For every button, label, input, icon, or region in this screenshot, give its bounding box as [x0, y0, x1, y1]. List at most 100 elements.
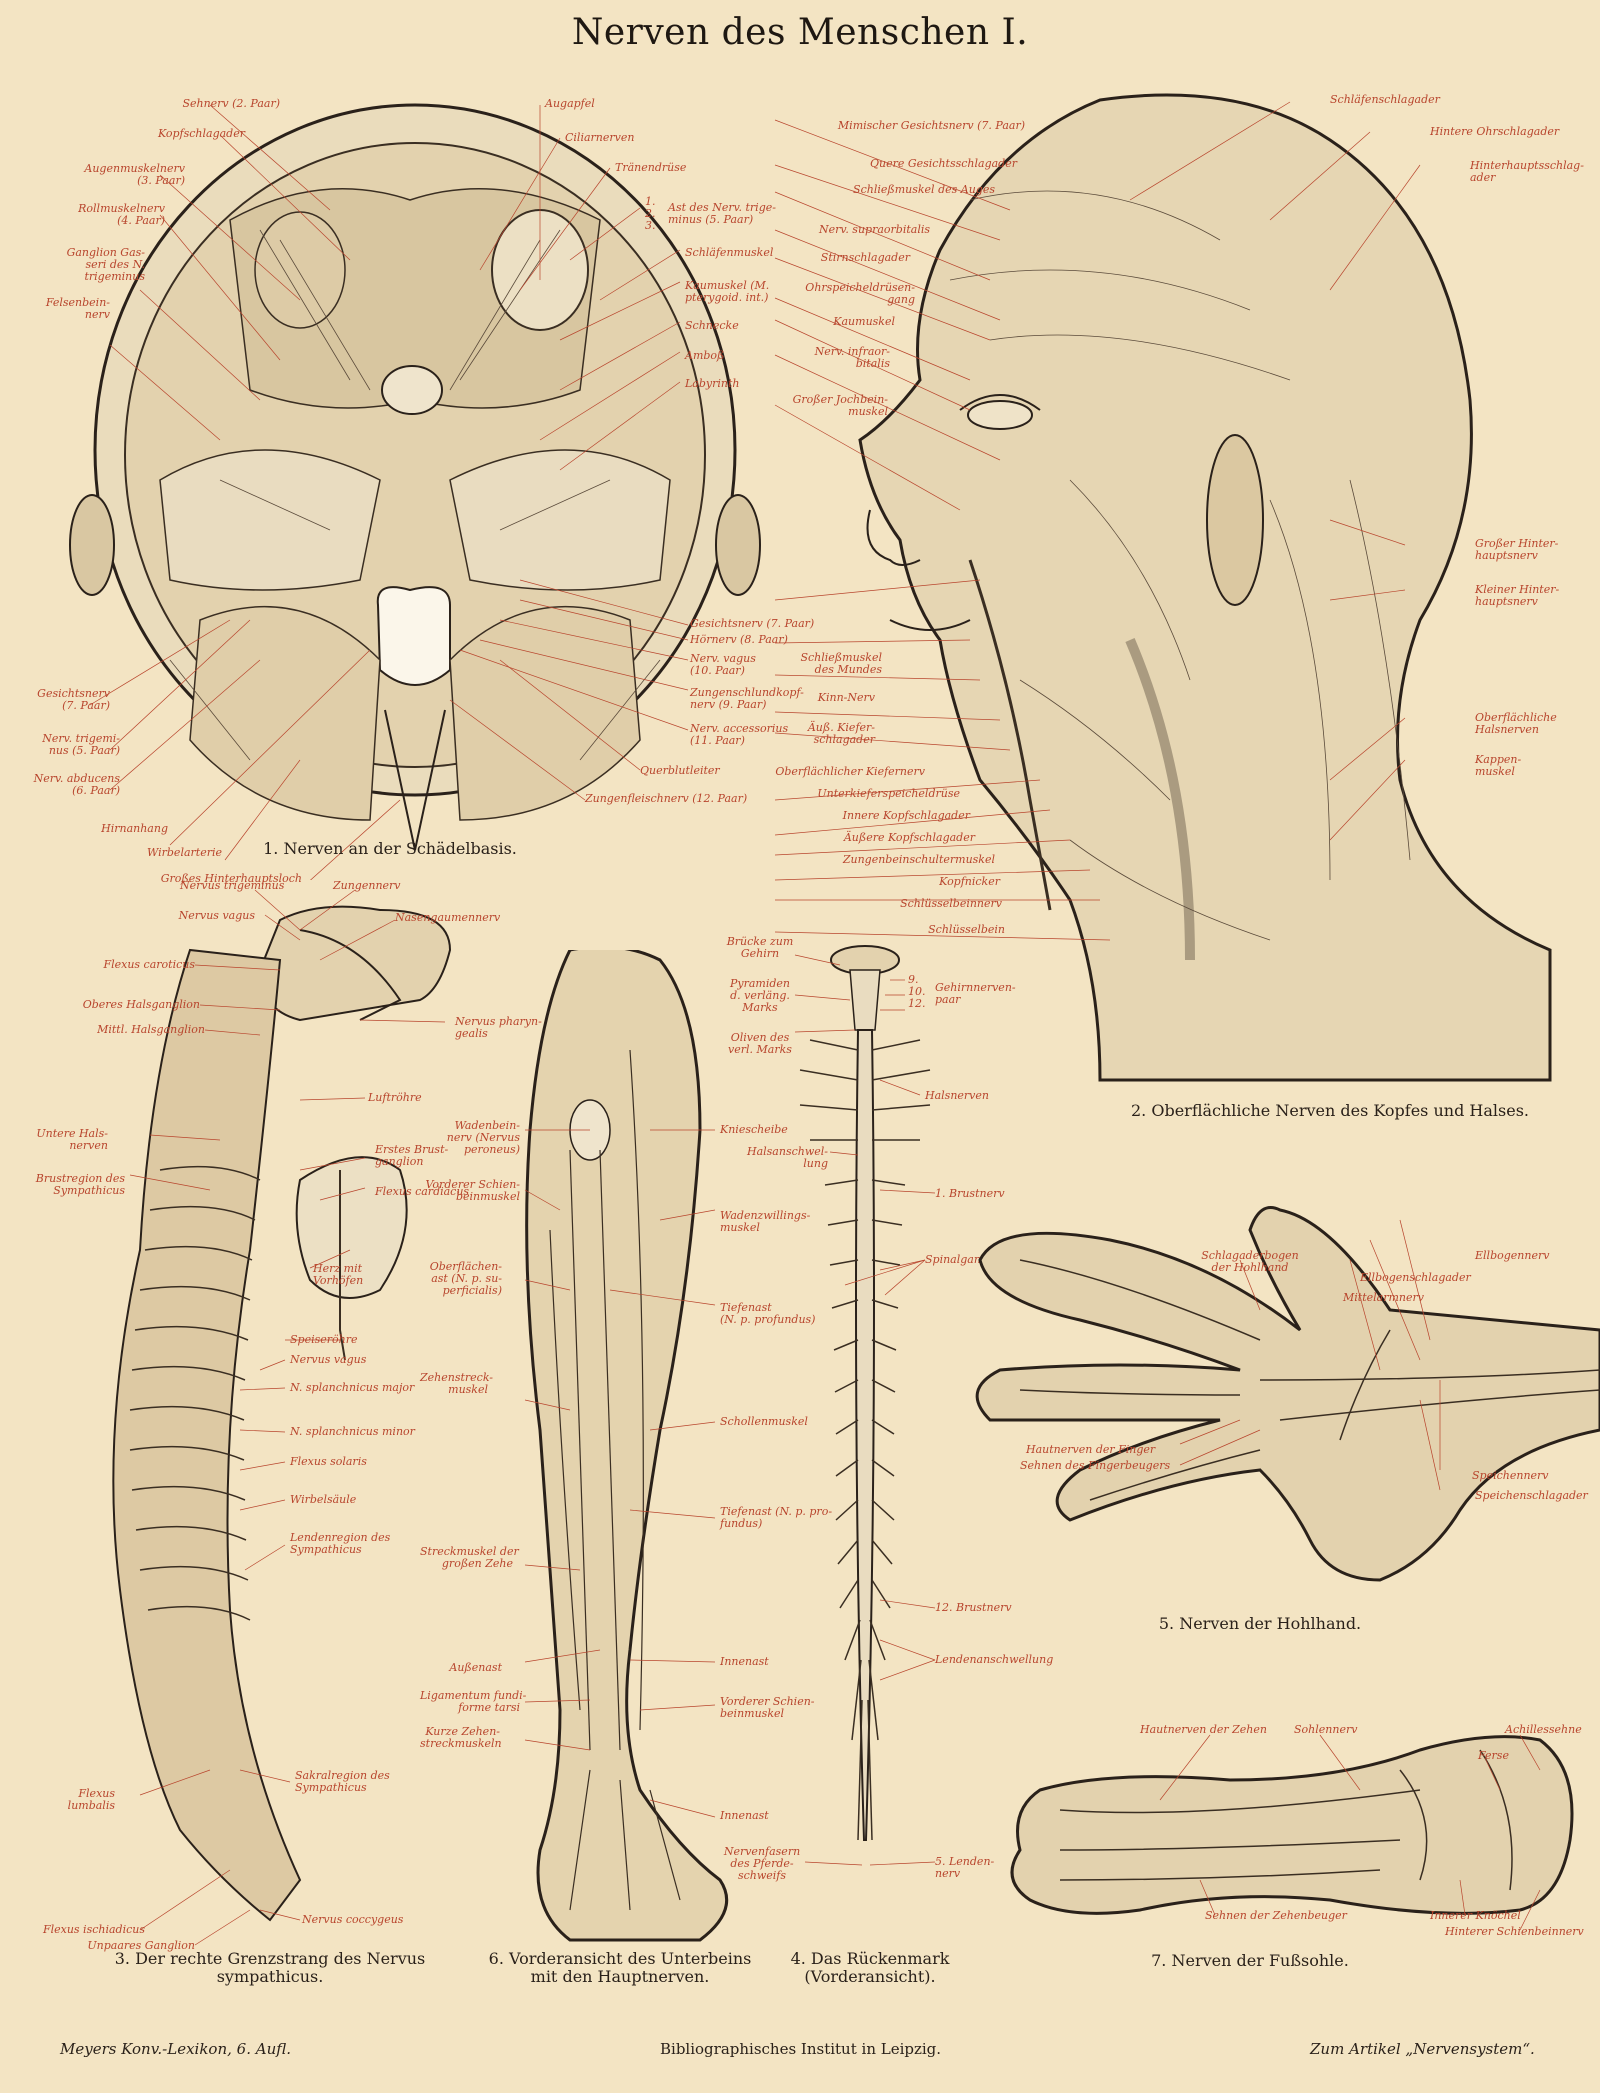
label: Unpaares Ganglion	[87, 1939, 195, 1952]
label: Nervus vagus	[290, 1353, 367, 1366]
label: Labyrinth	[685, 377, 740, 390]
label: Sakralregion des Sympathicus	[295, 1769, 390, 1794]
label: Unterkieferspeicheldrüse	[817, 787, 960, 800]
label: Augenmuskelnerv (3. Paar)	[84, 162, 185, 187]
label: Speichenschlagader	[1475, 1489, 1588, 1502]
label: Kinn-Nerv	[817, 691, 875, 704]
label: Vorderer Schien- beinmuskel	[425, 1178, 521, 1203]
label: Mimischer Gesichtsnerv (7. Paar)	[837, 119, 1025, 132]
spinal-nerves	[799, 1039, 931, 1841]
label: Nerv. abducens (6. Paar)	[33, 772, 120, 797]
label: Hintere Ohrschlagader	[1430, 125, 1560, 138]
label: Quere Gesichtsschlagader	[869, 157, 1017, 170]
label: Sehnen des Fingerbeugers	[1020, 1459, 1171, 1472]
label: Flexus caroticus	[103, 958, 195, 971]
label: 9. 10. 12.	[908, 973, 926, 1010]
label: Schläfenmuskel	[685, 246, 774, 259]
label: Halsanschwel- lung	[746, 1145, 828, 1170]
label: Tiefenast (N. p. pro- fundus)	[720, 1505, 833, 1530]
label: Vorderer Schien- beinmuskel	[720, 1695, 815, 1720]
label: Kaumuskel (M. pterygoid. int.)	[685, 279, 770, 304]
figure-skull-base: Sehnerv (2. Paar) Kopfschlagader Augenmu…	[0, 60, 815, 885]
label: Hautnerven der Finger	[1026, 1443, 1156, 1456]
label: Luftröhre	[368, 1091, 422, 1104]
label: Flexus lumbalis	[67, 1787, 115, 1812]
label: Zungennerv	[333, 879, 401, 892]
label: Kopfschlagader	[157, 127, 245, 140]
label: Gesichtsnerv (7. Paar)	[37, 687, 110, 712]
caption-foot: 7. Nerven der Fußsohle.	[1151, 1951, 1349, 1970]
label: Kappen- muskel	[1475, 753, 1522, 778]
label: Nerv. trigemi- nus (5. Paar)	[42, 732, 120, 757]
label: Nerv. supraorbitalis	[819, 223, 930, 236]
label: Außenast	[449, 1661, 502, 1674]
label: 1. 2. 3.	[645, 195, 656, 232]
label: Ganglion Gas- seri des N. trigeminus	[66, 246, 145, 283]
figure-head-neck: Mimischer Gesichtsnerv (7. Paar) Quere G…	[770, 80, 1600, 1120]
label: Herz mit Vorhöfen	[313, 1262, 364, 1287]
label: Innerer Knöchel	[1430, 1909, 1521, 1922]
foot-drawing	[1010, 1734, 1574, 1931]
caption-sympathicus: 3. Der rechte Grenzstrang des Nervus sym…	[114, 1949, 426, 1986]
label: Äußere Kopfschlagader	[843, 831, 975, 844]
label: Kurze Zehen- streckmuskeln	[420, 1725, 502, 1750]
label: Hautnerven der Zehen	[1140, 1723, 1267, 1736]
label: Flexus cardiacus	[375, 1185, 470, 1198]
label: Sohlennerv	[1294, 1723, 1358, 1736]
label: 12. Brustnerv	[935, 1601, 1012, 1614]
label: Hinterhauptsschlag- ader	[1470, 159, 1584, 184]
label: Untere Hals- nerven	[36, 1127, 108, 1152]
label: Lendenregion des Sympathicus	[290, 1531, 391, 1556]
label: Nervus vagus	[178, 909, 255, 922]
label: Schläfenschlagader	[1330, 93, 1440, 106]
label: Zehenstreck- muskel	[420, 1371, 494, 1396]
figure-spinal-cord: Brücke zum Gehirn Pyramiden d. verläng. …	[724, 936, 1053, 1950]
label: Großes Hinterhauptsloch	[160, 872, 302, 885]
label: Schließmuskel des Auges	[853, 183, 995, 196]
label: Mittl. Halsganglion	[97, 1023, 205, 1036]
label: Brustregion des Sympathicus	[35, 1172, 125, 1197]
label: Zungenschlundkopf- nerv (9. Paar)	[690, 686, 804, 711]
hand-drawing	[975, 1206, 1600, 1582]
label: Augapfel	[545, 97, 595, 110]
label: Innenast	[720, 1655, 769, 1668]
label: Nerv. infraor- bitalis	[814, 345, 890, 370]
label: Kaumuskel	[833, 315, 895, 328]
label: Innenast	[720, 1809, 769, 1822]
label: Nervus pharyn- gealis	[455, 1015, 542, 1040]
footer-right: Zum Artikel „Nervensystem“.	[1310, 2040, 1535, 2058]
label: Wadenbein- nerv (Nervus peroneus)	[446, 1119, 520, 1156]
label: Rollmuskelnerv (4. Paar)	[78, 202, 165, 227]
label: Nasengaumennerv	[395, 911, 501, 924]
label: Großer Hinter- hauptsnerv	[1475, 537, 1559, 562]
label: Oberes Halsganglion	[82, 998, 200, 1011]
label: Flexus ischiadicus	[42, 1923, 145, 1936]
label: Innere Kopfschlagader	[842, 809, 970, 822]
label: Schnecke	[685, 319, 739, 332]
label: Ast des Nerv. trige- minus (5. Paar)	[668, 201, 776, 226]
label: Brücke zum Gehirn	[726, 935, 794, 960]
label: Wirbelsäule	[290, 1493, 357, 1506]
label: Achillessehne	[1505, 1723, 1582, 1736]
footer-center: Bibliographisches Institut in Leipzig.	[660, 2040, 942, 2058]
label: Felsenbein- nerv	[45, 296, 110, 321]
plate-title: Nerven des Menschen I.	[571, 12, 1029, 53]
label: Amboß	[685, 349, 725, 362]
label: Schlüsselbeinnerv	[900, 897, 1002, 910]
label: Sehnerv (2. Paar)	[182, 97, 280, 110]
label: Ellbogennerv	[1475, 1249, 1550, 1262]
label: Oliven des verl. Marks	[728, 1031, 792, 1056]
label: Speichennerv	[1472, 1469, 1549, 1482]
label: Nerv. accessorius (11. Paar)	[690, 722, 789, 747]
label: Wadenzwillings- muskel	[720, 1209, 811, 1234]
label: Kopfnicker	[939, 875, 1000, 888]
label: Ferse	[1478, 1749, 1509, 1762]
spinal-cord-drawing	[794, 945, 936, 1866]
label: Zungenbeinschultermuskel	[842, 853, 995, 866]
label: N. splanchnicus minor	[290, 1425, 415, 1438]
label: Gesichtsnerv (7. Paar)	[690, 617, 815, 630]
label: Mittelarmnerv	[1343, 1291, 1424, 1304]
label: Ligamentum fundi- forme tarsi	[420, 1689, 527, 1714]
label: Flexus solaris	[290, 1455, 367, 1468]
label: Zungenfleischnerv (12. Paar)	[585, 792, 748, 805]
